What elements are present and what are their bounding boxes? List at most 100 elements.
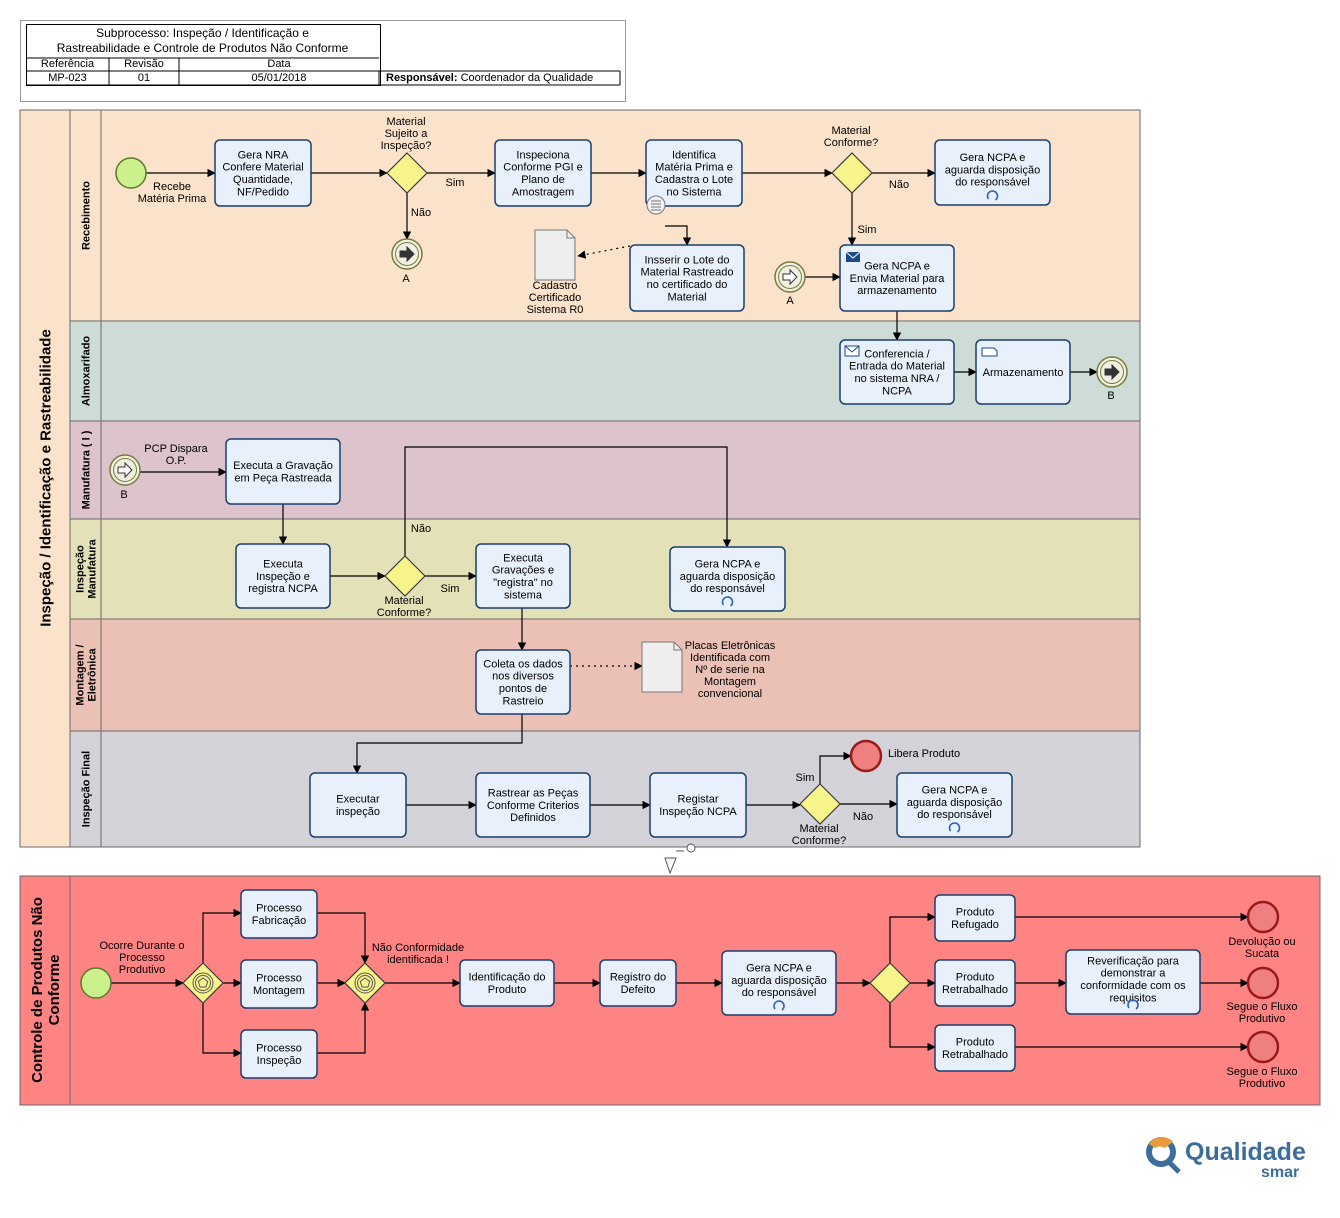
event-gateway-icon: [357, 975, 373, 991]
text-line: Identifica: [672, 149, 717, 161]
header-responsible-label: Responsável:: [386, 72, 458, 84]
task-box[interactable]: [475, 649, 571, 715]
label-nao: Não: [411, 207, 431, 219]
task-box[interactable]: [1065, 949, 1201, 1015]
text-line: A: [402, 273, 410, 285]
pool-header: [19, 875, 71, 1106]
header-date: 05/01/2018: [251, 72, 307, 84]
header-ref: MP-023: [48, 72, 87, 84]
task-box[interactable]: [459, 959, 555, 1007]
text-line: PCP Dispara: [144, 443, 208, 455]
text-line: Produto: [956, 1037, 995, 1049]
task-box[interactable]: [896, 772, 1013, 838]
task-box[interactable]: [669, 546, 786, 612]
task-box[interactable]: [645, 139, 743, 207]
event-gateway-icon: [192, 972, 214, 994]
text-line: Material: [386, 116, 425, 128]
text-line: Executa: [503, 552, 544, 564]
task-box[interactable]: [225, 438, 341, 505]
text-line: Entrada do Material: [849, 361, 945, 373]
text-line: do responsável: [917, 809, 992, 821]
sequence-flow: [317, 1002, 370, 1054]
task-box[interactable]: [649, 772, 747, 838]
task-box[interactable]: [934, 959, 1016, 1007]
task-box[interactable]: [934, 1024, 1016, 1072]
task-box[interactable]: [839, 339, 955, 405]
sequence-flow: [202, 908, 242, 963]
task-box[interactable]: [240, 959, 318, 1009]
sequence-flow: [889, 1003, 936, 1052]
task-box[interactable]: [475, 772, 591, 838]
text-line: Envia Material para: [850, 273, 946, 285]
header-title-line2: Rastreabilidade e Controle de Produtos N…: [56, 41, 349, 55]
text-line: Executa a Gravação: [233, 460, 333, 472]
lane-title: InspeçãoManufatura: [74, 538, 98, 598]
task-box[interactable]: [721, 950, 837, 1016]
swimlane: [69, 618, 1141, 732]
label-sim: Sim: [441, 583, 460, 595]
loop-icon: [948, 822, 961, 833]
task-box[interactable]: [240, 889, 318, 939]
task-box[interactable]: [599, 959, 677, 1007]
text-line: Matéria Prima: [138, 193, 207, 205]
loop-icon: [1127, 999, 1139, 1010]
text-line: identificada !: [387, 954, 449, 966]
task-box[interactable]: [494, 139, 592, 207]
lane-title: Manufatura ( I ): [80, 430, 92, 509]
text-line: Matéria Prima e: [655, 162, 733, 174]
header-grid: [26, 57, 621, 86]
loop-icon: [773, 1000, 785, 1011]
text-line: Sucata: [1245, 948, 1280, 960]
text-line: "registra" no: [493, 577, 553, 589]
header-rev: 01: [137, 72, 151, 84]
task-box[interactable]: [235, 543, 331, 609]
task-box[interactable]: [240, 1029, 318, 1079]
data-object-cadastro: [534, 229, 576, 281]
task-box[interactable]: [475, 543, 571, 609]
task-box[interactable]: [839, 244, 955, 312]
text-line: Segue o Fluxo: [1227, 1066, 1298, 1078]
end-event-devolucao: [1246, 900, 1280, 934]
task-box[interactable]: [934, 139, 1051, 206]
task-box[interactable]: [309, 772, 407, 838]
text-line: Inspeção NCPA: [659, 806, 737, 818]
task-box[interactable]: [629, 244, 745, 312]
task-armazenamento[interactable]: Armazenamento: [975, 339, 1071, 405]
task-box[interactable]: [214, 139, 312, 207]
pool-title: Inspeção / Identificação e Rastreabilida…: [37, 329, 54, 627]
text-line: Fabricação: [252, 915, 306, 927]
text-line: B: [120, 489, 127, 501]
task-box[interactable]: [934, 894, 1016, 942]
task-box[interactable]: [975, 339, 1071, 405]
text-line: Cadastra o Lote: [655, 174, 733, 186]
